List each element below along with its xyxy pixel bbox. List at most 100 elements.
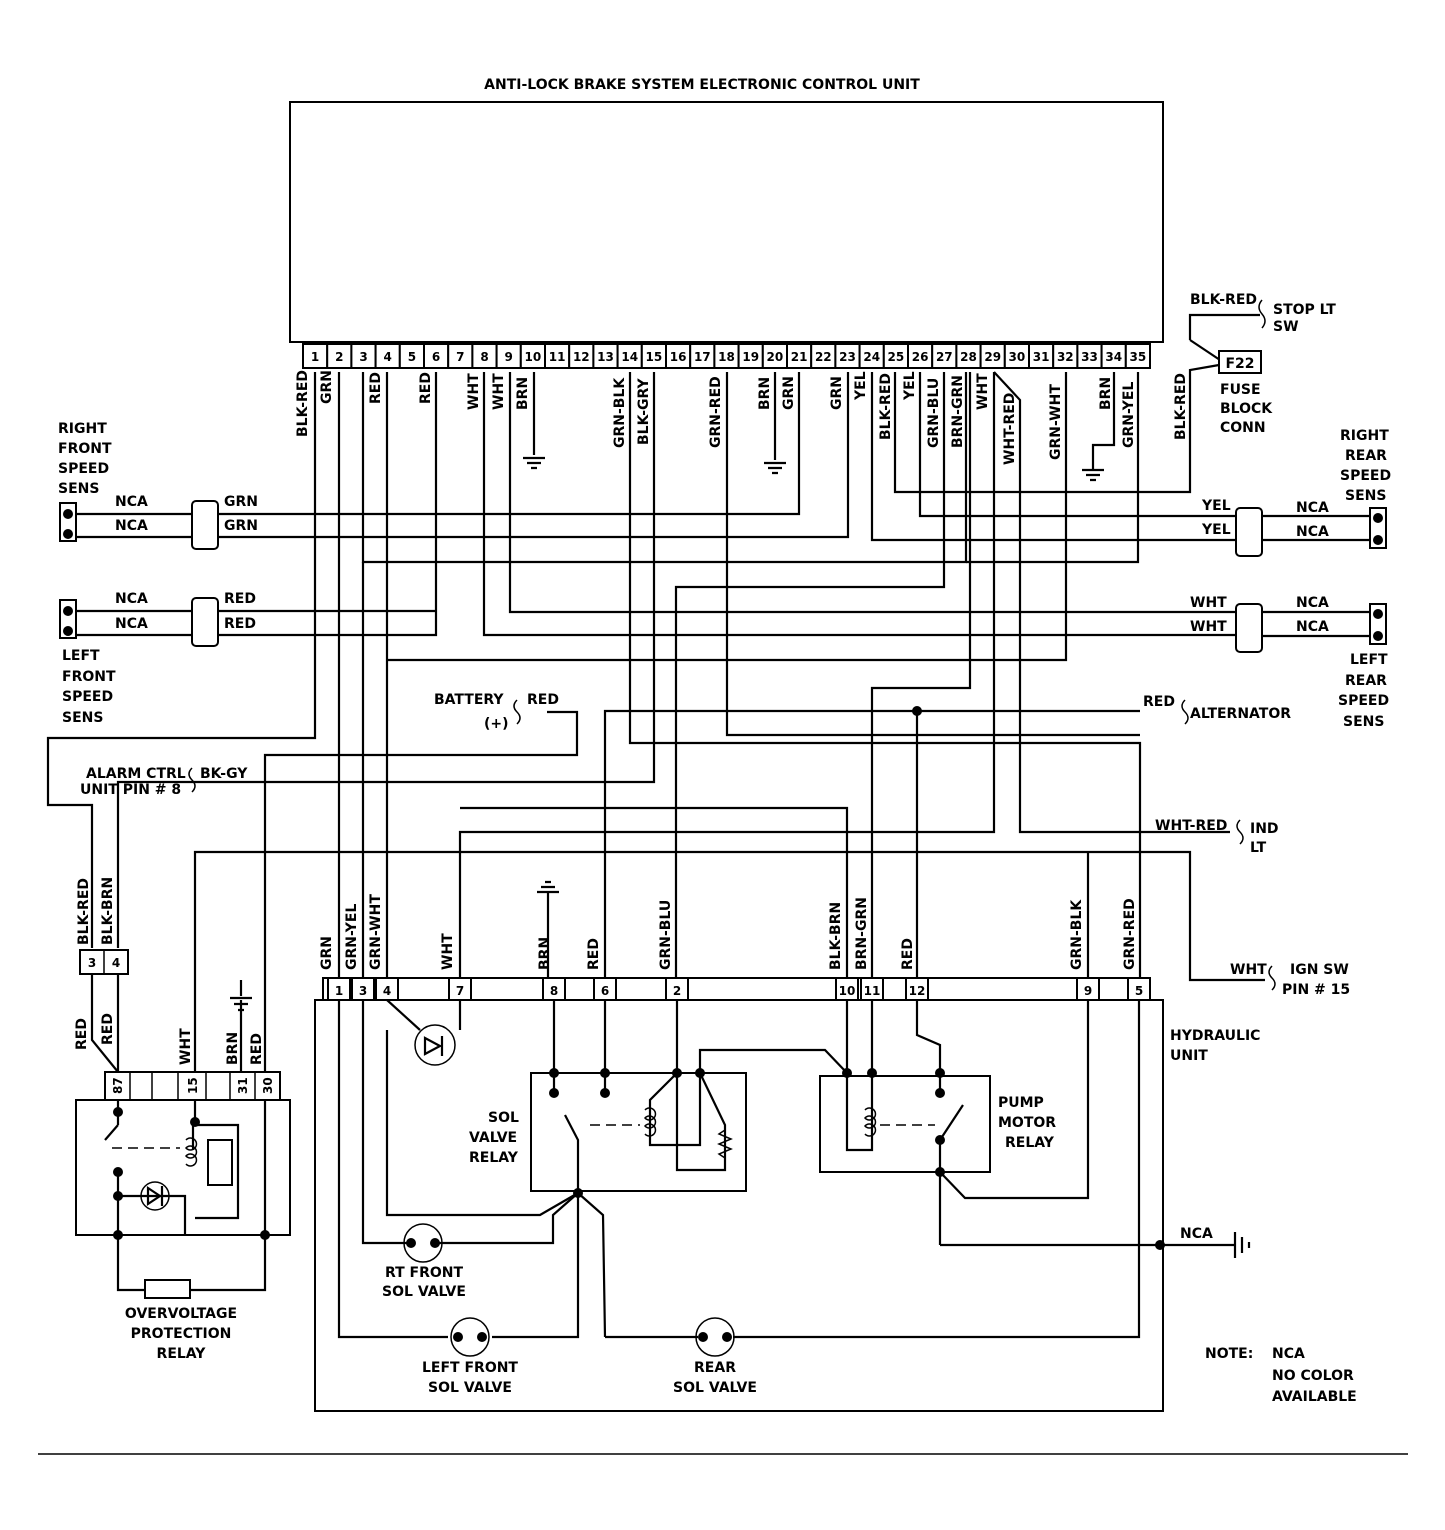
wire-label: YEL: [902, 371, 918, 401]
rr-nca-b: NCA: [1296, 524, 1329, 540]
note-line: AVAILABLE: [1272, 1389, 1357, 1405]
wire-label: GRN: [829, 376, 845, 410]
wire-label: GRN: [319, 936, 335, 970]
hydraulic-pin-label: 7: [456, 984, 464, 998]
ecu-pin-cell: [689, 343, 716, 369]
ecu-pin-cell: [350, 343, 377, 369]
ecu-pin-label: 8: [480, 350, 488, 364]
ecu-pin-label: 24: [863, 350, 880, 364]
ecu-pin-label: 12: [573, 350, 590, 364]
lr-wht-b: WHT: [1190, 619, 1227, 635]
ecu-pin-cell: [786, 343, 813, 369]
ecu-pin-label: 2: [335, 350, 343, 364]
pump-relay-label: MOTOR: [998, 1115, 1056, 1131]
wire-label: BLK-RED: [1173, 373, 1189, 440]
rf-nca-b: NCA: [115, 518, 148, 534]
lf-sensor-label: FRONT: [62, 669, 116, 685]
rf-sensor-label: RIGHT: [58, 421, 107, 437]
fuse-label-3: CONN: [1220, 420, 1266, 436]
ecu-pin-label: 28: [960, 350, 977, 364]
hydraulic-pin-label: 11: [864, 984, 881, 998]
rt-front-label: RT FRONT: [385, 1265, 464, 1281]
ovp-label: RELAY: [157, 1346, 207, 1362]
rt-front-label-2: SOL VALVE: [382, 1284, 466, 1300]
battery-sign: (+): [484, 716, 509, 732]
fuse-f22: [1218, 350, 1262, 374]
wire-label: WHT: [440, 933, 456, 970]
hydraulic-pin-label: 2: [673, 984, 681, 998]
rf-sensor-label: FRONT: [58, 441, 112, 457]
ecu-wire-labels: BLK-RED GRN RED RED WHT WHT BRN GRN-BLK …: [295, 370, 1189, 465]
hydraulic-pin-label: 9: [1084, 984, 1092, 998]
wire-label: BLK-GRY: [636, 377, 652, 445]
ecu-pin-label: 25: [888, 350, 905, 364]
stop-lt-label: STOP LT: [1273, 302, 1336, 318]
lr-sensor-label: SPEED: [1338, 693, 1389, 709]
rr-sensor-label: SPEED: [1340, 468, 1391, 484]
ecu-pin-cell: [398, 343, 425, 369]
hydraulic-unit: GRN GRN-YEL GRN-WHT WHT BRN RED GRN-BLU …: [314, 880, 1260, 1412]
rear-label-2: SOL VALVE: [673, 1380, 757, 1396]
rf-nca-a: NCA: [115, 494, 148, 510]
ecu-pin-label: 21: [791, 350, 808, 364]
ecu-pin-cell: [519, 343, 546, 369]
ecu-pin-cell: [302, 343, 329, 369]
rr-yel-a: YEL: [1201, 498, 1231, 514]
ecu-pin-label: 4: [384, 350, 392, 364]
pin-label: 87: [111, 1077, 125, 1094]
ecu-pin-label: 22: [815, 350, 832, 364]
hydraulic-pin-label: 6: [601, 984, 609, 998]
ecu-pin-label: 16: [670, 350, 687, 364]
wire-label: BRN: [537, 937, 553, 970]
pump-relay-label: PUMP: [998, 1095, 1044, 1111]
lr-sensor-label: REAR: [1345, 673, 1387, 689]
ign-sw-label-2: PIN # 15: [1282, 982, 1350, 998]
pump-relay-label: RELAY: [1005, 1135, 1055, 1151]
stop-lt-label-2: SW: [1273, 319, 1299, 335]
lf-conn-b: RED: [224, 616, 256, 632]
hydraulic-label: HYDRAULIC: [1170, 1028, 1260, 1044]
wire-label: GRN-BLK: [1069, 899, 1085, 970]
wire-label: BRN: [515, 377, 531, 410]
alternator-wire: RED: [1143, 694, 1175, 710]
wire-label: GRN-WHT: [368, 894, 384, 970]
hydraulic-pin-label: 3: [359, 984, 367, 998]
wire-label: GRN-BLU: [658, 900, 674, 970]
wire-label: GRN-RED: [708, 376, 724, 448]
wire-label: BRN-GRN: [950, 375, 966, 448]
ecu-box: [289, 101, 1164, 343]
wire-label: RED: [249, 1033, 265, 1065]
wire-label: WHT-RED: [1002, 393, 1018, 465]
lf-speed-sensor: NCA NCA RED RED LEFT FRONT SPEED SENS: [59, 591, 436, 726]
ind-lt-label: IND: [1250, 821, 1279, 837]
ecu-pin-label: 33: [1081, 350, 1098, 364]
ind-lt-wire: WHT-RED: [1155, 818, 1227, 834]
ecu-pin-label: 5: [408, 350, 416, 364]
wire-label: GRN-BLK: [612, 377, 628, 448]
hydraulic-pin-label: 1: [335, 984, 343, 998]
wire-label: BLK-RED: [295, 370, 311, 437]
pin-label: 30: [261, 1077, 275, 1094]
alarm-label-2: UNIT PIN # 8: [80, 782, 181, 798]
pin-label: 15: [186, 1077, 200, 1094]
rr-yel-b: YEL: [1201, 522, 1231, 538]
ecu-title: ANTI-LOCK BRAKE SYSTEM ELECTRONIC CONTRO…: [484, 77, 920, 93]
wire-label: BLK-BRN: [100, 877, 116, 945]
wire-label: WHT: [491, 373, 507, 410]
ecu-pin-cell: [495, 343, 522, 369]
hydraulic-pin-label: 12: [909, 984, 926, 998]
ovp-label: OVERVOLTAGE: [125, 1306, 237, 1322]
battery-label: BATTERY: [434, 692, 504, 708]
ecu-pin-label: 6: [432, 350, 440, 364]
rr-speed-sensor: RIGHT REAR SPEED SENS YEL YEL NCA NCA: [1201, 428, 1391, 557]
alarm-wire: BK-GY: [200, 766, 248, 782]
ign-sw-label: IGN SW: [1290, 962, 1349, 978]
rr-nca-a: NCA: [1296, 500, 1329, 516]
left-front-label: LEFT FRONT: [422, 1360, 518, 1376]
ecu-pin-label: 27: [936, 350, 953, 364]
ecu-pin-label: 35: [1130, 350, 1147, 364]
rf-sensor-label: SENS: [58, 481, 99, 497]
lf-nca-b: NCA: [115, 616, 148, 632]
ecu-pin-label: 17: [694, 350, 711, 364]
